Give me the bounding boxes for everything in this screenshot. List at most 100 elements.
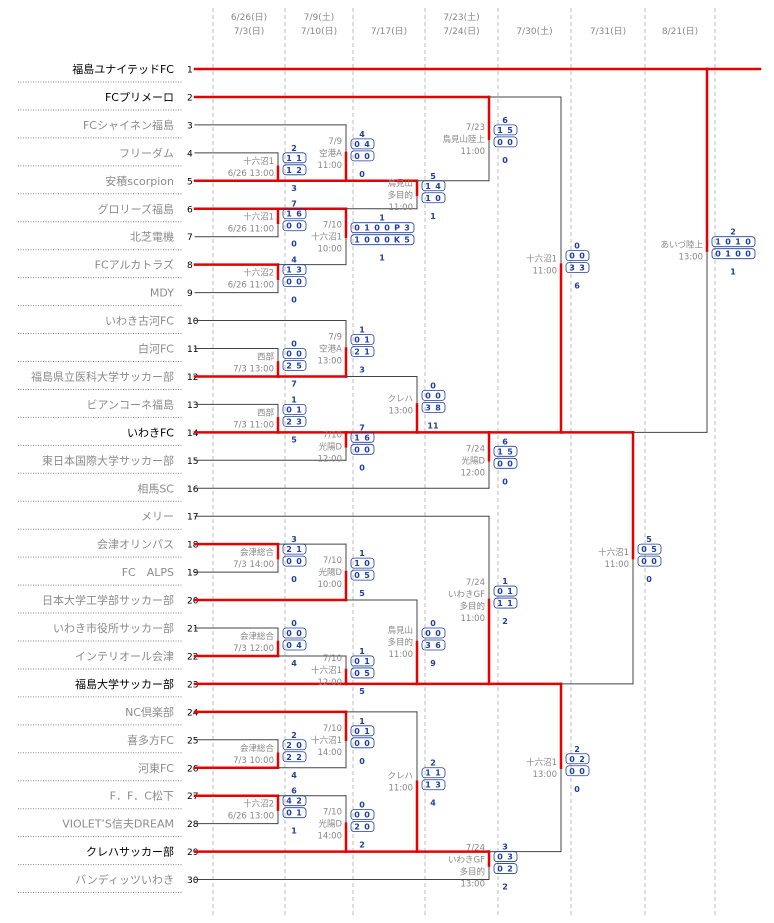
score-total-bottom: 0 [574,785,580,794]
score-half: 0 [286,641,292,650]
match-venue-time: あいづ陸上 [660,240,703,251]
team-seed-number: 10 [187,317,199,327]
score-half: 0 [354,571,360,580]
team-name: 会津オリンパス [97,538,174,551]
score-total-bottom: 5 [359,589,365,598]
score-box [350,222,415,234]
score-total-top: 3 [502,843,508,852]
score-half: 3 [425,403,431,412]
score-half: 5 [507,126,513,135]
score-half: 2 [579,755,585,764]
score-half: 3 [425,641,431,650]
score-box [282,403,307,415]
score-total-bottom: 0 [291,240,297,249]
score-half: 0 [497,853,503,862]
score-box [350,443,375,455]
score-box [493,597,518,609]
match-venue-time: 7/9 [328,333,342,343]
score-half: 4 [286,797,292,806]
match-venue-time: 11:00 [389,784,414,794]
score-half: 2 [507,865,513,874]
score-box [282,639,307,651]
score-box [565,262,590,274]
date-header-line2: 7/17(日) [371,26,407,37]
team-seed-number: 22 [187,652,198,662]
score-half: 0 [364,236,370,245]
match-venue-time: 光陽D [461,455,485,466]
score-half: 0 [354,739,360,748]
team-name: 白河FC [138,342,174,356]
team-name: 福島大学サッカー部 [75,677,174,691]
team-seed-number: 3 [187,121,193,131]
match-venue-time: 7/10 [323,724,342,734]
match-venue-time: 多目的 [387,190,413,201]
score-half: 0 [425,391,431,400]
score-half: 0 [286,278,292,287]
score-half: 0 [286,557,292,566]
score-total-top: 2 [730,228,736,237]
match-venue-time: 十六沼2 [243,268,274,279]
match-venue-time: 鳥見山 [387,178,413,189]
date-header-line2: 7/24(日) [443,26,479,37]
date-header-line2: 7/30(土) [516,25,552,37]
match-venue-time: 7/10 [323,808,342,818]
grid-lines [212,8,716,918]
score-box [282,555,307,567]
score-half: 6 [296,210,302,219]
match-venue-time: 10:00 [318,580,343,590]
team-seed-number: 8 [187,261,193,271]
match-venue-time: 多目的 [459,867,485,878]
score-half: 1 [364,336,370,345]
score-half: 5 [296,361,302,370]
score-half: 3 [569,264,575,273]
match-venue-time: 13:00 [318,357,343,367]
match-venue-time: 西部 [257,407,275,418]
score-half: 1 [286,154,292,163]
team-seed-number: 20 [187,597,199,607]
score-half: 1 [507,599,513,608]
score-half: 1 [425,194,431,203]
score-half: 0 [435,194,441,203]
score-half: 4 [435,182,441,191]
team-name: いわき古河FC [105,315,174,328]
team-name: F．F．C松下 [110,789,174,803]
score-half: 3 [579,264,585,273]
score-box [350,234,415,246]
score-total-top: 2 [430,759,436,768]
match-venue-time: 6/26 13:00 [228,169,274,179]
score-half: 1 [435,769,441,778]
score-total-bottom: 0 [646,575,652,584]
score-box [350,431,375,443]
score-half: 0 [435,629,441,638]
score-total-bottom: 0 [502,156,508,165]
team-name: メリー [141,510,174,523]
team-seed-number: 9 [187,289,193,299]
match-venue-time: 会津総合 [240,547,275,558]
score-total-top: 2 [291,144,297,153]
match-venue-time: 7/23 [466,123,485,133]
match-venue-time: 西部 [257,351,275,362]
score-half: 1 [364,224,370,233]
score-half: 0 [569,755,575,764]
score-half: 2 [286,361,292,370]
score-half: 0 [715,250,721,259]
match-venue-time: 7/10 [323,654,342,664]
score-half: 4 [296,641,302,650]
score-half: 1 [354,559,360,568]
match-venue-time: 光陽D [318,819,342,830]
match-venue-time: 12:00 [318,454,343,464]
team-seed-number: 2 [187,93,193,103]
score-half: 0 [579,767,585,776]
score-half: 0 [374,236,380,245]
score-box [350,737,375,749]
score-box [421,192,446,204]
score-half: 5 [651,545,657,554]
score-box [350,821,375,833]
team-name: FCアルカトラズ [95,258,174,272]
match-venue-time: 空港A [319,148,342,159]
team-name: フリーダム [119,146,174,160]
score-half: 0 [364,152,370,161]
score-half: 3 [507,853,513,862]
score-total-top: 4 [291,256,297,265]
score-half: 0 [296,557,302,566]
